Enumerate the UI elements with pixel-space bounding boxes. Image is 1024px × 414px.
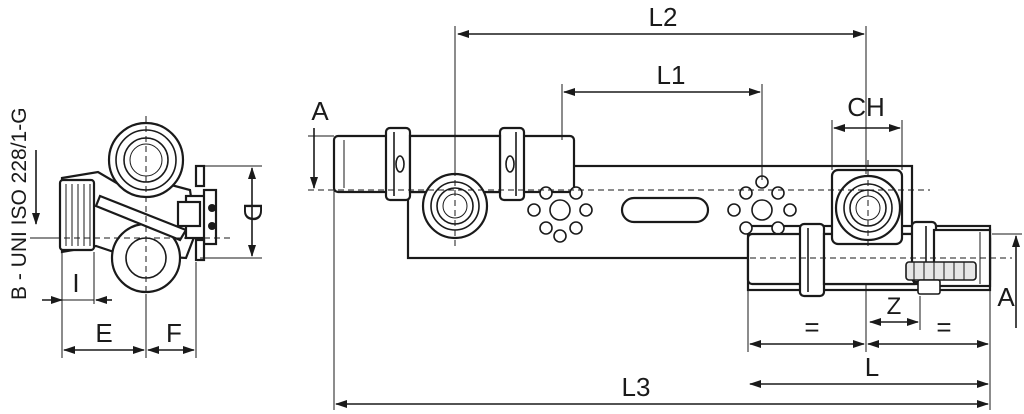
front-view: L2 L1 CH A A Z = = L L3 xyxy=(308,2,1022,410)
label-Z: Z xyxy=(887,293,902,320)
label-CH: CH xyxy=(847,92,885,122)
label-L3: L3 xyxy=(622,372,651,402)
side-view: B - UNI ISO 228/1-G xyxy=(8,107,268,358)
label-A-right: A xyxy=(997,282,1015,312)
label-L1: L1 xyxy=(657,60,686,90)
label-E: E xyxy=(95,318,112,348)
label-D: D xyxy=(238,203,268,222)
thread-standard-label: B - UNI ISO 228/1-G xyxy=(8,107,31,300)
label-L: L xyxy=(865,352,879,382)
side-thread-end xyxy=(58,178,96,252)
mounting-slot xyxy=(620,196,710,224)
label-eq-left: = xyxy=(804,312,819,342)
label-I: I xyxy=(72,268,79,298)
label-L2: L2 xyxy=(649,2,678,32)
label-F: F xyxy=(166,318,182,348)
label-A-left: A xyxy=(311,96,329,126)
label-eq-right: = xyxy=(936,312,951,342)
hole-pattern-left xyxy=(527,186,593,243)
